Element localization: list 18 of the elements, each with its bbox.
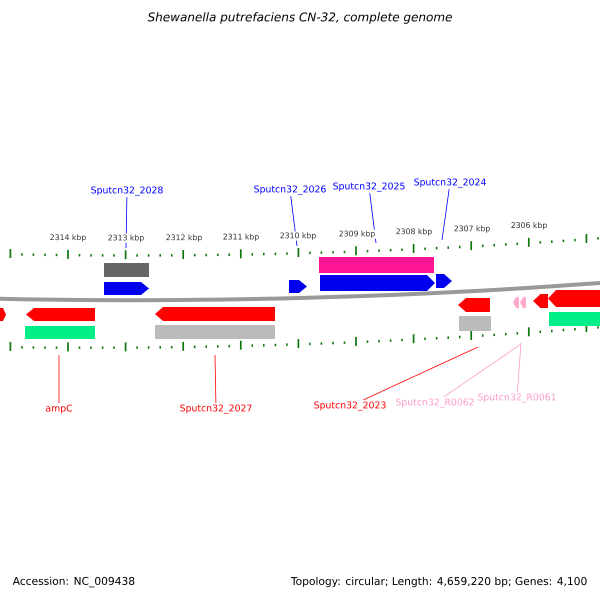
gene-label: Sputcn32_2024: [414, 178, 486, 188]
gene-label: Sputcn32_2025: [333, 182, 405, 192]
leader-line: [517, 342, 522, 392]
leader-line: [444, 344, 522, 398]
gene-label: Sputcn32_2027: [180, 404, 252, 414]
genome-info-text: Topology: circular; Length: 4,659,220 bp; Genes: 4,100: [290, 576, 587, 588]
title: Shewanella putrefaciens CN-32, complete genome: [148, 12, 452, 24]
gene-label: Sputcn32_2028: [91, 186, 163, 196]
gene-label: ampC: [46, 404, 72, 414]
leader-line: [214, 354, 216, 404]
accession-text: Accession: NC_009438: [12, 576, 134, 588]
gene-label: Sputcn32_2023: [314, 401, 386, 411]
gene-label: Sputcn32_R0062: [396, 398, 474, 408]
gene-label: Sputcn32_2026: [254, 185, 326, 195]
leader-line: [362, 346, 478, 400]
gene-label: Sputcn32_R0061: [478, 393, 556, 403]
leader-line: [58, 354, 60, 404]
leader-line: [442, 188, 450, 240]
